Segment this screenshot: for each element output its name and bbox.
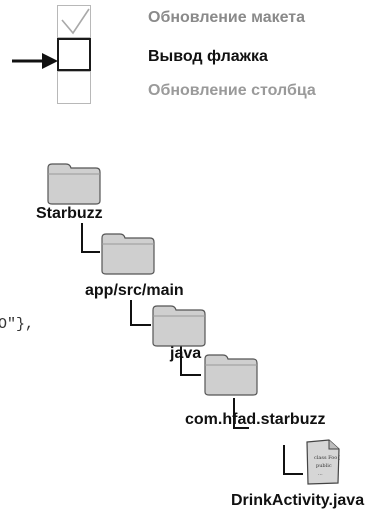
step-label-checkbox: Вывод флажка	[148, 48, 268, 65]
progress-checklist: Обновление макета Вывод флажка Обновлени…	[0, 0, 383, 110]
svg-text:class Foo{: class Foo{	[314, 455, 341, 461]
step-checkbox-done	[57, 5, 91, 38]
checkmark-icon	[61, 8, 90, 35]
arrow-right-icon	[12, 53, 58, 69]
folder-icon	[152, 305, 206, 347]
tree-label-java: java	[170, 345, 202, 362]
java-file-icon: class Foo{ public ...	[306, 439, 341, 485]
tree-label-drinkactivity: DrinkActivity.java	[231, 492, 365, 509]
folder-icon	[101, 233, 155, 275]
step-label-layout: Обновление макета	[148, 9, 306, 26]
tree-label-app-src-main: app/src/main	[85, 282, 184, 299]
svg-text:...: ...	[318, 471, 323, 477]
folder-icon	[204, 354, 258, 396]
step-label-column: Обновление столбца	[148, 82, 316, 99]
step-checkbox-todo	[57, 71, 91, 104]
code-fragment: O"},	[0, 316, 35, 333]
step-checkbox-current	[57, 38, 91, 71]
tree-label-starbuzz: Starbuzz	[36, 205, 103, 222]
folder-icon	[47, 163, 101, 205]
svg-text:public: public	[316, 463, 332, 469]
tree-label-package: com.hfad.starbuzz	[185, 411, 326, 428]
